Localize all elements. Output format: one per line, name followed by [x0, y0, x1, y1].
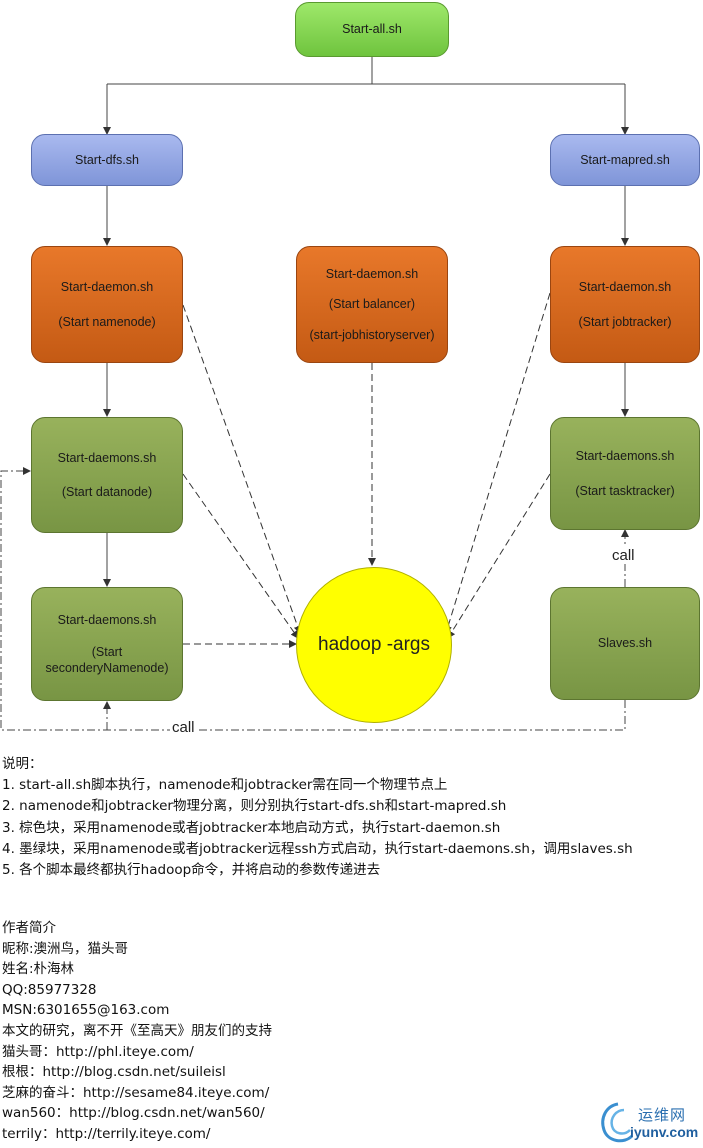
start-dfs-label: Start-dfs.sh: [75, 152, 139, 167]
dashed-datanode-to-hadoop: [182, 473, 299, 639]
note-item: 5. 各个脚本最终都执行hadoop命令，并将启动的参数传递进去: [2, 862, 381, 879]
daemons-datanode-title: Start-daemons.sh: [57, 450, 157, 465]
author-section: 作者简介 昵称:澳洲鸟，猫头哥 姓名:朴海林 QQ:85977328 MSN:6…: [2, 918, 272, 1145]
author-line: wan560：http://blog.csdn.net/wan560/: [2, 1105, 265, 1122]
start-all-label: Start-all.sh: [342, 22, 402, 37]
daemon-namenode-title: Start-daemon.sh: [60, 280, 154, 295]
note-item: 2. namenode和jobtracker物理分离，则分别执行start-df…: [2, 798, 507, 815]
daemon-balancer-jobhistory: (start-jobhistoryserver): [309, 327, 435, 342]
call-loop-bottom: [0, 467, 626, 731]
notes-section: 说明： 1. start-all.sh脚本执行，namenode和jobtrac…: [2, 754, 633, 881]
daemon-jobtracker-box: Start-daemon.sh (Start jobtracker): [550, 246, 700, 363]
author-line: 芝麻的奋斗：http://sesame84.iteye.com/: [2, 1084, 270, 1101]
daemon-balancer-box: Start-daemon.sh (Start balancer) (start-…: [296, 246, 448, 363]
daemons-secondary-subtitle: (Start: [91, 644, 123, 659]
call-label-bottom: call: [170, 719, 197, 736]
daemons-datanode-box: Start-daemons.sh (Start datanode): [31, 417, 183, 533]
start-dfs-box: Start-dfs.sh: [31, 134, 183, 186]
note-item: 4. 墨绿块，采用namenode或者jobtracker远程ssh方式启动，执…: [2, 840, 633, 857]
author-heading: 作者简介: [2, 920, 56, 936]
author-line: 昵称:澳洲鸟，猫头哥: [2, 940, 129, 957]
watermark-en: iyunv.com: [630, 1124, 699, 1140]
daemons-tasktracker-box: Start-daemons.sh (Start tasktracker): [550, 417, 700, 530]
daemons-secondary-box: Start-daemons.sh (Start seconderyNamenod…: [31, 587, 183, 701]
author-line: 根根：http://blog.csdn.net/suileisl: [2, 1064, 226, 1081]
call-label-right: call: [610, 547, 637, 564]
note-item: 1. start-all.sh脚本执行，namenode和jobtracker需…: [2, 777, 448, 794]
daemon-jobtracker-title: Start-daemon.sh: [578, 280, 672, 295]
start-mapred-box: Start-mapred.sh: [550, 134, 700, 186]
author-line: 姓名:朴海林: [2, 961, 75, 978]
author-line: QQ:85977328: [2, 981, 97, 998]
author-line: terrily：http://terrily.iteye.com/: [2, 1125, 211, 1142]
dashed-namenode-to-hadoop: [182, 304, 302, 634]
dashed-jobtracker-to-hadoop: [444, 292, 551, 634]
flow-connectors: [0, 57, 629, 731]
start-mapred-label: Start-mapred.sh: [580, 152, 670, 167]
author-line: 本文的研究，离不开《至高天》朋友们的支持: [2, 1022, 272, 1039]
note-item: 3. 棕色块，采用namenode或者jobtracker本地启动方式，执行st…: [2, 819, 501, 836]
daemons-datanode-subtitle: (Start datanode): [61, 485, 153, 499]
daemons-tasktracker-subtitle: (Start tasktracker): [575, 483, 675, 498]
daemon-balancer-title: Start-daemon.sh: [325, 267, 419, 282]
dashed-tasktracker-to-hadoop: [447, 473, 551, 639]
notes-heading: 说明：: [2, 756, 43, 772]
daemons-tasktracker-title: Start-daemons.sh: [575, 449, 675, 464]
logo-swirl-icon: [601, 1102, 634, 1143]
watermark-cn: 运维网: [638, 1107, 687, 1124]
slaves-box: Slaves.sh: [550, 587, 700, 700]
daemons-secondary-title: Start-daemons.sh: [57, 612, 157, 627]
daemon-jobtracker-subtitle: (Start jobtracker): [578, 314, 672, 329]
daemons-secondary-subtitle-2: seconderyNamenode): [45, 661, 169, 676]
daemon-namenode-box: Start-daemon.sh (Start namenode): [31, 246, 183, 363]
author-line: MSN:6301655@163.com: [2, 1002, 170, 1019]
daemon-namenode-subtitle: (Start namenode): [58, 314, 156, 329]
slaves-label: Slaves.sh: [597, 636, 653, 651]
hadoop-node: hadoop -args: [296, 567, 452, 723]
start-all-box: Start-all.sh: [295, 2, 449, 57]
watermark-logo: 运维网 iyunv.com: [598, 1098, 702, 1146]
daemon-balancer-subtitle: (Start balancer): [328, 297, 416, 312]
hadoop-label: hadoop -args: [318, 634, 430, 655]
author-line: 猫头哥：http://phl.iteye.com/: [2, 1043, 194, 1060]
